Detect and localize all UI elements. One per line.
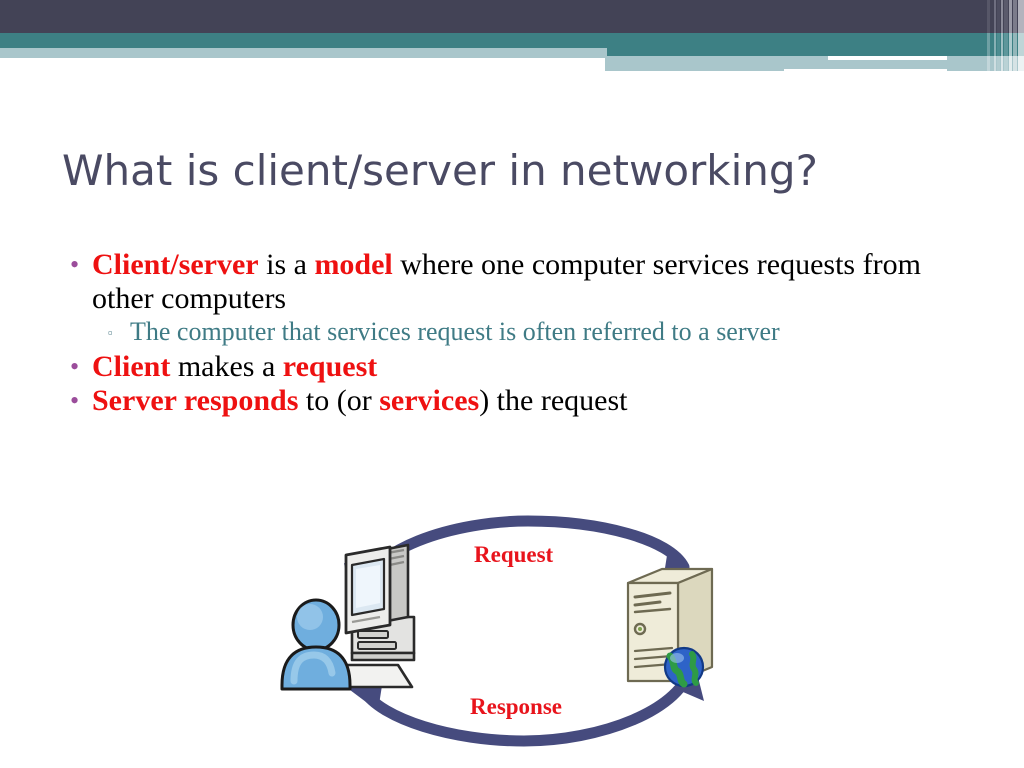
banner-stripe: [1013, 0, 1017, 33]
banner-pale-band-left: [0, 48, 607, 58]
banner-pale-band-right-lower: [605, 63, 1024, 71]
banner-stripe: [991, 56, 993, 71]
text-run: Server responds: [92, 384, 299, 417]
bullet-list: • Client/server is a model where one comp…: [66, 248, 966, 418]
banner-stripe: [997, 56, 1000, 71]
banner-stripe: [1018, 56, 1024, 71]
banner-white-notch-upper: [828, 56, 947, 60]
text-run: model: [314, 248, 393, 281]
banner-stripe: [1004, 0, 1008, 33]
diagram-graphics: [280, 515, 714, 747]
banner-stripe: [1004, 33, 1008, 56]
banner-stripe: [994, 0, 996, 33]
banner-stripe: [1001, 56, 1003, 71]
banner-white-notch-lower: [784, 69, 947, 72]
banner-stripe: [1009, 0, 1012, 33]
banner-stripe: [987, 0, 990, 33]
text-run: request: [282, 350, 378, 383]
banner-teal-band-right: [605, 33, 1024, 56]
text-run: makes a: [170, 350, 283, 383]
client-server-diagram: Request Response: [280, 505, 740, 755]
banner-stripe: [1001, 33, 1003, 56]
banner-stripe: [1009, 56, 1012, 71]
text-run: is a: [258, 248, 315, 281]
banner-stripe: [1013, 56, 1017, 71]
bullet-text: The computer that services request is of…: [130, 316, 966, 348]
text-run: The computer that services request is of…: [130, 317, 780, 346]
banner-stripe: [987, 56, 990, 71]
text-run: where one computer services requests fro…: [92, 248, 921, 315]
response-label: Response: [470, 694, 563, 719]
banner-white-cut: [0, 58, 605, 80]
banner-stripe: [997, 33, 1000, 56]
globe-icon: [663, 646, 705, 688]
bullet-item: • Client makes a request: [66, 350, 966, 384]
banner-stripe: [987, 33, 990, 56]
banner-stripe: [1009, 33, 1012, 56]
bullet-item: • Server responds to (or services) the re…: [66, 384, 966, 418]
text-run: Client/server: [92, 248, 259, 281]
client-workstation-icon: [280, 543, 416, 691]
banner-stripe: [991, 0, 993, 33]
banner-dark-band: [0, 0, 1024, 33]
request-label: Request: [474, 542, 554, 567]
banner-teal-band-left: [0, 33, 607, 48]
banner-stripe: [1001, 0, 1003, 33]
page-title: What is client/server in networking?: [62, 146, 818, 195]
bullet-item: • Client/server is a model where one comp…: [66, 248, 966, 316]
text-run: to (or: [298, 384, 380, 417]
banner-stripe: [994, 56, 996, 71]
bullet-marker-icon: •: [70, 352, 80, 381]
banner-stripe: [1018, 33, 1024, 56]
banner-stripe: [991, 33, 993, 56]
text-run: services: [379, 384, 480, 417]
bullet-marker-icon: •: [70, 386, 80, 415]
bullet-text: Client makes a request: [92, 350, 966, 384]
banner-stripe: [997, 0, 1000, 33]
banner-stripe: [1013, 33, 1017, 56]
banner-stripe: [1018, 0, 1024, 33]
bullet-marker-icon: •: [70, 250, 80, 279]
banner-stripe: [994, 33, 996, 56]
text-run: Client: [92, 350, 171, 383]
bullet-text: Client/server is a model where one compu…: [92, 248, 966, 316]
banner-pale-band-right-upper: [605, 56, 1024, 63]
text-run: ) the request: [479, 384, 628, 417]
bullet-item: ▫ The computer that services request is o…: [106, 316, 966, 350]
banner-stripe: [1004, 56, 1008, 71]
sub-bullet-marker-icon: ▫: [108, 325, 113, 340]
slide-top-banner: [0, 0, 1024, 80]
bullet-text: Server responds to (or services) the req…: [92, 384, 966, 418]
